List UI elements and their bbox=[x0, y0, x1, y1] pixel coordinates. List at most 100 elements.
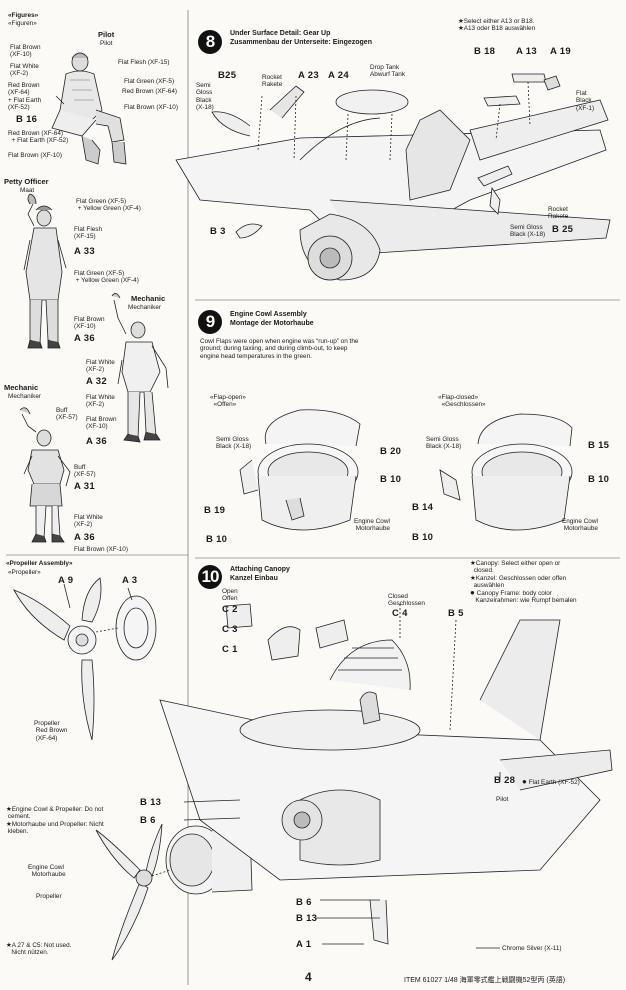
part-a24: A 24 bbox=[328, 70, 349, 81]
step10-badge: 10 bbox=[198, 565, 222, 589]
pilot-paint-4: Flat Flesh (XF-15) bbox=[118, 59, 170, 66]
part-b16: B 16 bbox=[16, 114, 38, 125]
mechanic2-label-de: Mechaniker bbox=[8, 393, 42, 400]
pilot-paint-6: Red Brown (XF-64) bbox=[122, 88, 178, 95]
step9-description: Cowl Flaps were open when engine was “ru… bbox=[200, 338, 359, 360]
part-b6-2: B 6 bbox=[296, 897, 312, 908]
engine-cowl-open-label: Engine Cowl Motorhaube bbox=[354, 518, 390, 533]
mech1-paint-3: Flat Brown(XF-10) bbox=[86, 416, 117, 431]
pilot-paint-8: Red Brown (XF-64) + Flat Earth (XF-52) bbox=[8, 130, 69, 145]
part-b15: B 15 bbox=[588, 440, 610, 451]
pilot-paint-2: Flat White(XF-2) bbox=[10, 63, 39, 78]
petty-officer-figure bbox=[23, 193, 67, 349]
step8-title: Under Surface Detail: Gear Up bbox=[230, 30, 331, 37]
part-c4: C 4 bbox=[392, 608, 408, 619]
part-b13: B 13 bbox=[140, 797, 162, 808]
part-a31: A 31 bbox=[74, 481, 95, 492]
pilot-seat-label: Pilot bbox=[496, 796, 509, 803]
mech1-paint-1: Flat White(XF-2) bbox=[86, 359, 115, 374]
mechanic2-label: Mechanic bbox=[4, 383, 39, 392]
mech2-paint-2: Buff(XF-57) bbox=[74, 464, 96, 479]
part-a36-petty: A 36 bbox=[74, 333, 95, 344]
petty-officer-label-de: Maat bbox=[20, 187, 35, 194]
step8-note: ★Select either A13 or B18.★A13 oder B18 … bbox=[458, 18, 536, 33]
flap-closed-label: «Flap-closed» «Geschlossen» bbox=[438, 394, 486, 409]
part-c1: C 1 bbox=[222, 644, 238, 655]
propeller-paint: Propeller Red Brown (XF-64) bbox=[34, 720, 68, 742]
page-number: 4 bbox=[305, 970, 312, 984]
pilot-label: Pilot bbox=[98, 30, 115, 39]
mech2-paint-3: Flat White(XF-2) bbox=[74, 514, 103, 529]
propeller-title-de: «Propeller» bbox=[8, 569, 41, 576]
flat-earth-label: ● Flat Earth (XF-52) bbox=[522, 777, 580, 787]
part-a9: A 9 bbox=[58, 575, 74, 586]
propeller-label: Propeller bbox=[36, 893, 62, 900]
mechanic-figure-2 bbox=[19, 407, 71, 543]
engine-cowl-propeller bbox=[95, 823, 253, 961]
mech2-paint-4: Flat Brown (XF-10) bbox=[74, 546, 128, 553]
part-b10-open: B 10 bbox=[380, 474, 402, 485]
part-b5: B 5 bbox=[448, 608, 464, 619]
note-not-used: ★A 27 & C5: Not used. Nicht nützen. bbox=[6, 942, 72, 957]
part-c3: C 3 bbox=[222, 624, 238, 635]
pilot-label-de: Pilot bbox=[100, 40, 113, 47]
part-b10-closed: B 10 bbox=[588, 474, 610, 485]
mechanic-figure-1 bbox=[111, 293, 169, 443]
part-a1: A 1 bbox=[296, 939, 312, 950]
part-b13-2: B 13 bbox=[296, 913, 318, 924]
pilot-paint-9: Flat Brown (XF-10) bbox=[8, 152, 62, 159]
step10-title: Attaching Canopy bbox=[230, 566, 290, 573]
part-b3: B 3 bbox=[210, 226, 226, 237]
pilot-paint-3: Red Brown(XF-64)+ Flat Earth(XF-52) bbox=[8, 82, 42, 111]
part-a36-mech2: A 36 bbox=[74, 532, 95, 543]
step10-title-de: Kanzel Einbau bbox=[230, 575, 278, 582]
item-footer: ITEM 61027 1/48 海軍零式艦上戦闘機52型丙 (英語) bbox=[404, 977, 566, 984]
figures-title-de: «Figuren» bbox=[8, 20, 37, 27]
part-b25-2: B 25 bbox=[552, 224, 574, 235]
part-a33: A 33 bbox=[74, 246, 95, 257]
pilot-paint-7: Flat Brown (XF-10) bbox=[124, 104, 178, 111]
part-a13: A 13 bbox=[516, 46, 537, 57]
part-b6: B 6 bbox=[140, 815, 156, 826]
part-a23: A 23 bbox=[298, 70, 319, 81]
step9-title-de: Montage der Motorhaube bbox=[230, 320, 314, 327]
part-b19: B 19 bbox=[204, 505, 226, 516]
step8-title-de: Zusammenbau der Unterseite: Eingezogen bbox=[230, 39, 372, 46]
step9-cowl-closed bbox=[439, 413, 573, 531]
part-b28: B 28 bbox=[494, 775, 516, 786]
part-b20: B 20 bbox=[380, 446, 402, 457]
part-b10-closed-2: B 10 bbox=[412, 532, 434, 543]
petty-paint-3: Flat Green (XF-5) + Yellow Green (XF-4) bbox=[74, 270, 139, 285]
engine-cowl-label: Engine Cowl Motorhaube bbox=[28, 864, 66, 879]
step8-badge: 8 bbox=[198, 30, 222, 54]
mech1-paint-2: Flat White(XF-2) bbox=[86, 394, 115, 409]
part-c2: C 2 bbox=[222, 604, 238, 615]
mechanic1-label-de: Mechaniker bbox=[128, 304, 162, 311]
part-b18: B 18 bbox=[474, 46, 496, 57]
petty-paint-1: Flat Green (XF-5) + Yellow Green (XF-4) bbox=[76, 198, 141, 213]
mech2-paint-1: Buff(XF-57) bbox=[56, 407, 78, 422]
step8-aircraft bbox=[175, 73, 611, 281]
part-a3: A 3 bbox=[122, 575, 138, 586]
part-a19: A 19 bbox=[550, 46, 571, 57]
chrome-silver-label: Chrome Silver (X-11) bbox=[502, 945, 562, 952]
pilot-paint-1: Flat Brown(XF-10) bbox=[10, 44, 41, 59]
step10-notes: ★Canopy: Select either open or closed. ★… bbox=[470, 560, 577, 605]
paint-icon: ● bbox=[470, 588, 475, 598]
note-do-not-cement: ★Engine Cowl & Propeller: Do not cement.… bbox=[6, 806, 104, 835]
petty-paint-2: Flat Flesh(XF-15) bbox=[74, 226, 103, 241]
step10-aircraft bbox=[159, 603, 613, 949]
figures-title: «Figures» bbox=[8, 12, 39, 19]
mechanic1-label: Mechanic bbox=[131, 294, 166, 303]
pilot-figure bbox=[51, 52, 127, 165]
step9-badge: 9 bbox=[198, 310, 222, 334]
